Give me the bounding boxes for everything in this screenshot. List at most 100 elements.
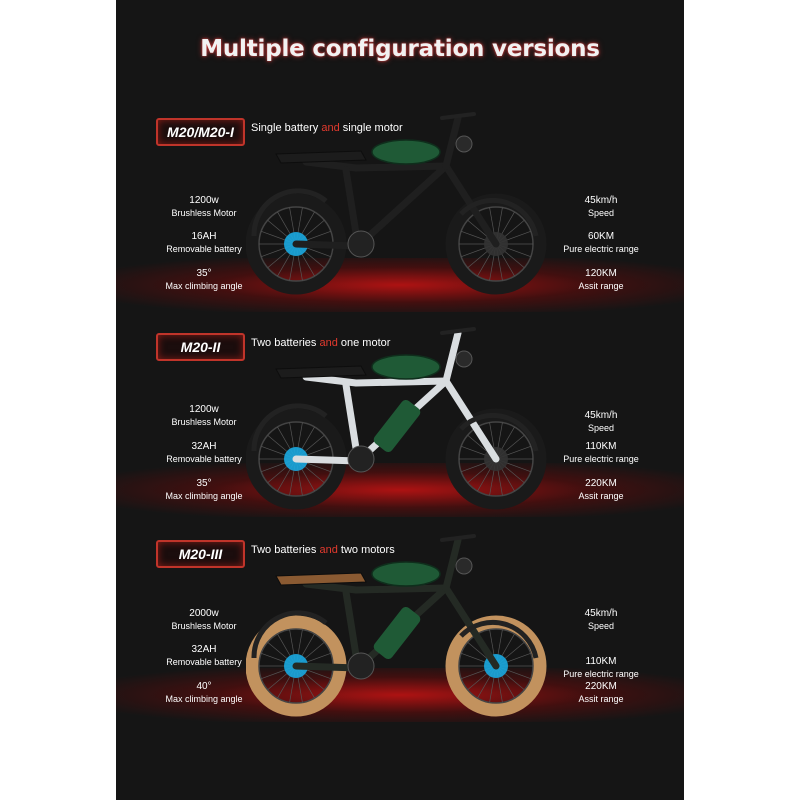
spec-value: 110KM <box>585 441 617 452</box>
spec-climb: 40° Max climbing angle <box>149 681 259 705</box>
spec-value: 45km/h <box>584 195 618 206</box>
config-section-m20-iii: M20-III Two batteries and two motors 200… <box>116 534 684 750</box>
spec-value: 40° <box>196 681 212 692</box>
spec-label: Max climbing angle <box>165 281 243 291</box>
spec-electric-range: 110KM Pure electric range <box>546 656 656 680</box>
spec-value: 60KM <box>587 231 615 242</box>
spec-battery: 32AH Removable battery <box>149 644 259 668</box>
spec-value: 16AH <box>191 231 217 242</box>
handle-stem <box>442 114 462 170</box>
tagline-text: one motor <box>337 337 391 349</box>
spec-label: Max climbing angle <box>165 694 243 704</box>
config-tagline: Two batteries and one motor <box>251 337 390 349</box>
headlight <box>455 350 473 368</box>
spec-assist-range: 220KM Assit range <box>546 681 656 705</box>
rear-fender <box>251 610 328 659</box>
model-badge: M20/M20-I <box>156 118 245 146</box>
spec-electric-range: 60KM Pure electric range <box>546 231 656 255</box>
red-glow-backdrop <box>116 668 684 722</box>
config-tagline: Single battery and single motor <box>251 122 403 134</box>
spec-value: 2000w <box>189 608 219 619</box>
model-badge: M20-III <box>156 540 245 568</box>
spec-label: Max climbing angle <box>165 491 243 501</box>
config-tagline: Two batteries and two motors <box>251 544 395 556</box>
spec-value: 45km/h <box>584 410 618 421</box>
ebike-image-m20-i <box>246 112 547 295</box>
spec-label: Removable battery <box>166 454 242 464</box>
tagline-text: two motors <box>337 544 395 556</box>
front-fender <box>459 412 539 452</box>
spec-value: 32AH <box>191 644 217 655</box>
spec-battery: 32AH Removable battery <box>149 441 259 465</box>
spec-electric-range: 110KM Pure electric range <box>546 441 656 465</box>
spec-climb: 35° Max climbing angle <box>149 478 259 502</box>
spec-value: 35° <box>196 268 212 279</box>
spec-value: 32AH <box>191 441 217 452</box>
spec-value: 110KM <box>585 656 617 667</box>
spec-value: 220KM <box>585 478 617 489</box>
spec-label: Pure electric range <box>563 669 639 679</box>
second-battery <box>373 606 421 660</box>
spec-label: Assit range <box>578 491 624 501</box>
spec-label: Assit range <box>578 281 624 291</box>
handlebar <box>440 534 476 542</box>
tagline-and: and <box>319 544 338 556</box>
rear-fender <box>251 403 328 452</box>
handlebar <box>440 327 476 335</box>
ebike-image-m20-iii <box>246 534 547 717</box>
tagline-and: and <box>319 337 338 349</box>
spec-label: Assit range <box>578 694 624 704</box>
spec-label: Removable battery <box>166 657 242 667</box>
spec-label: Brushless Motor <box>171 417 237 427</box>
spec-value: 35° <box>196 478 212 489</box>
front-fender <box>459 197 539 237</box>
handlebar <box>440 112 476 120</box>
headlight <box>455 135 473 153</box>
crank <box>347 445 375 473</box>
spec-label: Pure electric range <box>563 244 639 254</box>
seat <box>275 150 367 164</box>
spec-label: Speed <box>587 423 615 433</box>
spec-value: 1200w <box>189 195 219 206</box>
poster-title: Multiple configuration versions <box>200 36 600 62</box>
rear-fender <box>251 188 328 237</box>
spec-value: 220KM <box>585 681 617 692</box>
red-glow-backdrop <box>116 258 684 312</box>
spec-label: Speed <box>587 208 615 218</box>
tagline-text: Two batteries <box>251 544 320 556</box>
tagline-and: and <box>321 122 340 134</box>
product-poster: Multiple configuration versions M20/M20-… <box>116 0 684 800</box>
tank-battery <box>371 139 441 165</box>
handle-stem <box>442 536 462 592</box>
spec-value: 120KM <box>585 268 617 279</box>
spec-label: Brushless Motor <box>171 208 237 218</box>
spec-label: Speed <box>587 621 615 631</box>
front-fender <box>459 619 539 659</box>
config-section-m20-i: M20/M20-I Single battery and single moto… <box>116 112 684 328</box>
red-glow-backdrop <box>116 463 684 517</box>
crank <box>347 230 375 258</box>
config-section-m20-ii: M20-II Two batteries and one motor 1200w… <box>116 327 684 543</box>
second-battery <box>373 399 421 453</box>
spec-label: Brushless Motor <box>171 621 237 631</box>
ebike-image-m20-ii <box>246 327 547 510</box>
spec-assist-range: 120KM Assit range <box>546 268 656 292</box>
crank <box>347 652 375 680</box>
tank-battery <box>371 354 441 380</box>
handle-stem <box>442 329 462 385</box>
tank-battery <box>371 561 441 587</box>
spec-value: 45km/h <box>584 608 618 619</box>
spec-label: Pure electric range <box>563 454 639 464</box>
model-badge: M20-II <box>156 333 245 361</box>
spec-value: 1200w <box>189 404 219 415</box>
seat <box>275 365 367 379</box>
spec-assist-range: 220KM Assit range <box>546 478 656 502</box>
tagline-text: Two batteries <box>251 337 320 349</box>
